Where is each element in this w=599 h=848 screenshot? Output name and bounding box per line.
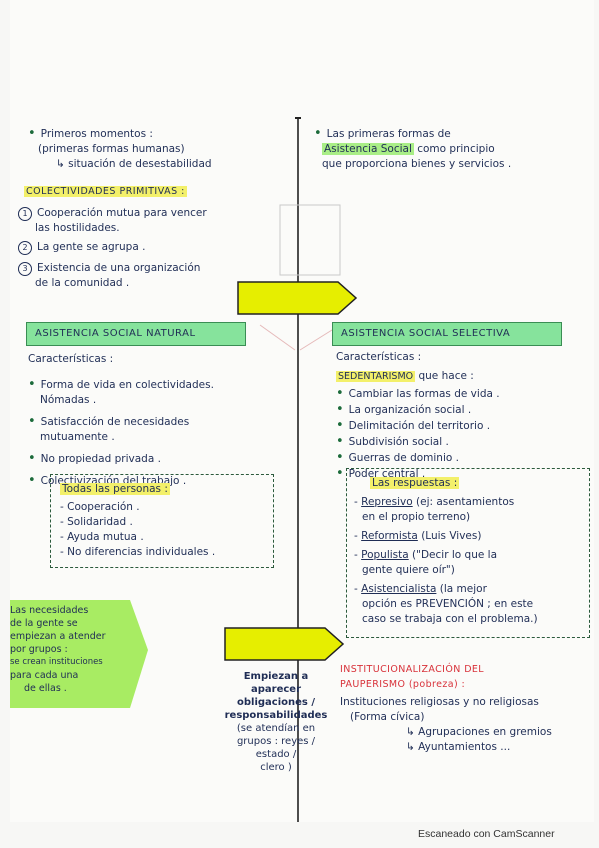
- institution-line: Instituciones religiosas y no religiosas: [340, 696, 539, 708]
- selective-header: ASISTENCIA SOCIAL SELECTIVA: [332, 322, 562, 346]
- institution-subitem: ↳ Ayuntamientos ...: [406, 741, 511, 753]
- characteristics-label: Características :: [28, 353, 114, 365]
- response-label: Populista: [361, 549, 409, 561]
- item-text: Cooperación mutua para vencer: [37, 207, 207, 219]
- hex-line: Las necesidades: [10, 605, 89, 616]
- response-text: en el propio terreno): [362, 511, 471, 523]
- item-number: 2: [18, 241, 32, 255]
- hex-line: de la gente se: [10, 618, 78, 629]
- natural-characteristics: Características : Forma de vida en colec…: [28, 352, 214, 489]
- item-text: las hostilidades.: [35, 222, 120, 234]
- selective-box-content: Las respuestas : - Represivo (ej: asenta…: [354, 477, 538, 625]
- top-left-intro: Primeros momentos : (primeras formas hum…: [28, 126, 212, 172]
- list-item: 3 Existencia de una organización de la co…: [18, 261, 207, 291]
- box-title: Las respuestas :: [370, 477, 460, 489]
- item-number: 3: [18, 262, 32, 276]
- list-item: Delimitación del territorio .: [336, 418, 500, 434]
- selective-dashed-box: [346, 468, 590, 638]
- institucionalizacion-heading: INSTITUCIONALIZACIÓN DEL: [340, 664, 485, 675]
- list-item: mutuamente .: [40, 431, 115, 443]
- item-text: de la comunidad .: [35, 277, 130, 289]
- characteristics-label: Características :: [336, 351, 422, 363]
- hex-line: empiezan a atender: [10, 631, 106, 642]
- list-item: Guerras de dominio .: [336, 450, 500, 466]
- box-item: - Solidaridad .: [60, 516, 133, 528]
- box-item: - No diferencias individuales .: [60, 546, 216, 558]
- hex-line: de ellas .: [24, 683, 67, 694]
- box-title: Todas las personas :: [60, 483, 170, 495]
- item-text: Existencia de una organización: [37, 262, 201, 274]
- middle-line: (se atendían en: [236, 723, 316, 734]
- response-label: Reformista: [361, 530, 418, 542]
- response-text: (la mejor: [439, 583, 487, 595]
- selective-characteristics: Características : SEDENTARISMO que hace …: [336, 350, 500, 482]
- sedentarismo-rest: que hace :: [418, 370, 474, 382]
- list-item: Subdivisión social .: [336, 434, 500, 450]
- hex-line: por grupos :: [10, 644, 68, 655]
- asistencia-social-highlight: Asistencia Social: [322, 143, 414, 155]
- list-item: 2 La gente se agrupa .: [18, 240, 207, 255]
- natural-dashed-box: [50, 474, 274, 568]
- box-item: - Cooperación .: [60, 501, 140, 513]
- hex-line: se crean instituciones: [10, 657, 103, 667]
- timeline-graphic: [10, 117, 358, 822]
- sedentarismo-highlight: SEDENTARISMO: [336, 371, 416, 382]
- institution-subitem: ↳ Agrupaciones en gremios: [406, 726, 552, 738]
- middle-line: responsabilidades: [224, 710, 328, 721]
- scanner-watermark: Escaneado con CamScanner: [418, 828, 555, 840]
- item-number: 1: [18, 207, 32, 221]
- middle-line: grupos : reyes /: [236, 736, 316, 747]
- hexagon-note-shape: [10, 600, 148, 708]
- response-text: (Luis Vives): [421, 530, 482, 542]
- middle-line: estado /: [255, 749, 297, 760]
- item-text: La gente se agrupa .: [37, 241, 146, 253]
- intro-line: Primeros momentos :: [28, 126, 212, 142]
- response-label: Asistencialista: [361, 583, 437, 595]
- natural-box-content: Todas las personas : - Cooperación . - S…: [60, 482, 215, 560]
- section-heading: COLECTIVIDADES PRIMITIVAS :: [24, 184, 187, 199]
- notes-sheet: Primeros momentos : (primeras formas hum…: [10, 0, 594, 822]
- list-item: 1 Cooperación mutua para vencer las hosti…: [18, 206, 207, 236]
- response-label: Represivo: [361, 496, 413, 508]
- response-text: (ej: asentamientos: [416, 496, 515, 508]
- list-item: Nómadas .: [40, 394, 97, 406]
- list-item: Cambiar las formas de vida .: [336, 386, 500, 402]
- response-text: ("Decir lo que la: [412, 549, 498, 561]
- arrow-marker-bottom: [224, 627, 345, 661]
- intro-line: (primeras formas humanas): [38, 143, 185, 155]
- list-item: No propiedad privada .: [28, 451, 214, 467]
- note-line: Las primeras formas de: [314, 126, 511, 142]
- list-item: Forma de vida en colectividades.: [28, 377, 214, 393]
- institucionalizacion-section: INSTITUCIONALIZACIÓN DEL PAUPERISMO (pob…: [340, 662, 552, 755]
- list-item: Satisfacción de necesidades: [28, 414, 214, 430]
- middle-line: obligaciones /: [236, 697, 315, 708]
- response-text: caso se trabaja con el problema.): [362, 613, 538, 625]
- hexagon-note: Las necesidades de la gente se empiezan …: [10, 604, 150, 695]
- note-line: que proporciona bienes y servicios .: [322, 158, 512, 170]
- arrow-marker-top: [237, 281, 358, 315]
- response-text: opción es PREVENCIÓN ; en este: [362, 598, 534, 610]
- institucionalizacion-heading: PAUPERISMO (pobreza) :: [340, 679, 466, 690]
- middle-line: Empiezan a: [243, 671, 309, 682]
- note-line: como principio: [417, 143, 495, 155]
- middle-note: Empiezan a aparecer obligaciones / respo…: [216, 670, 336, 774]
- list-item: La organización social .: [336, 402, 500, 418]
- colectividades-heading: COLECTIVIDADES PRIMITIVAS :: [24, 186, 187, 197]
- natural-header: ASISTENCIA SOCIAL NATURAL: [26, 322, 246, 346]
- hex-line: para cada una: [10, 670, 79, 681]
- primitive-list: 1 Cooperación mutua para vencer las hosti…: [18, 206, 207, 291]
- intro-line: ↳ situación de desestabilidad: [56, 158, 212, 170]
- middle-line: clero ): [260, 762, 292, 773]
- top-right-note: Las primeras formas de Asistencia Social…: [314, 126, 511, 172]
- response-text: gente quiere oír"): [362, 564, 455, 576]
- middle-line: aparecer: [250, 684, 301, 695]
- institution-line: (Forma cívica): [350, 711, 425, 723]
- box-item: - Ayuda mutua .: [60, 531, 144, 543]
